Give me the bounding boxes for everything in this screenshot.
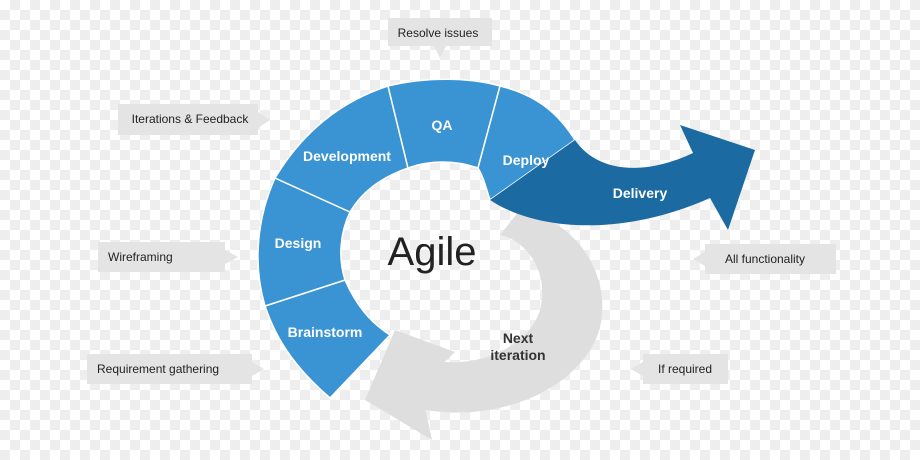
callout-iterations-feedback: Iterations & Feedback [118,104,270,135]
agile-cycle-arc [257,78,577,400]
callout-all-functionality-box [693,244,836,274]
callout-all-functionality: All functionality [693,244,836,274]
callout-wireframing-text: Wireframing [108,250,173,264]
callout-if-required: If required [631,354,728,384]
callout-wireframing-box [98,242,238,272]
callout-resolve-issues: Resolve issues [388,18,492,58]
segment-label-design: Design [275,235,322,251]
center-label: Agile [388,230,477,274]
callout-requirement-gathering-text: Requirement gathering [97,362,219,376]
next-iteration-band [405,210,603,413]
delivery-band [490,125,755,230]
callout-resolve-issues-box [388,18,492,58]
next-iteration-arrowhead [365,330,455,440]
callout-requirement-gathering: Requirement gathering [87,354,264,384]
callout-iterations-feedback-box [118,104,270,135]
callout-resolve-issues-text: Resolve issues [398,26,479,40]
callout-if-required-text: If required [658,362,712,376]
segment-label-brainstorm: Brainstorm [288,324,363,340]
segment-label-development: Development [303,148,391,164]
segment-label-deploy: Deploy [503,152,550,168]
callout-all-functionality-text: All functionality [725,252,805,266]
callout-wireframing: Wireframing [98,242,238,272]
next-iteration-arrow [365,210,603,440]
delivery-arrow: Delivery [490,125,755,230]
callout-if-required-box [631,354,728,384]
delivery-label: Delivery [613,185,668,201]
callout-iterations-feedback-text: Iterations & Feedback [132,112,250,126]
callout-requirement-gathering-box [87,354,264,384]
next-iteration-label-line1: Next [503,330,534,346]
segment-label-qa: QA [432,117,453,133]
next-iteration-label-line2: iteration [490,347,545,363]
segment-design [257,177,352,307]
segment-deploy [477,85,577,202]
segment-development [273,85,409,213]
